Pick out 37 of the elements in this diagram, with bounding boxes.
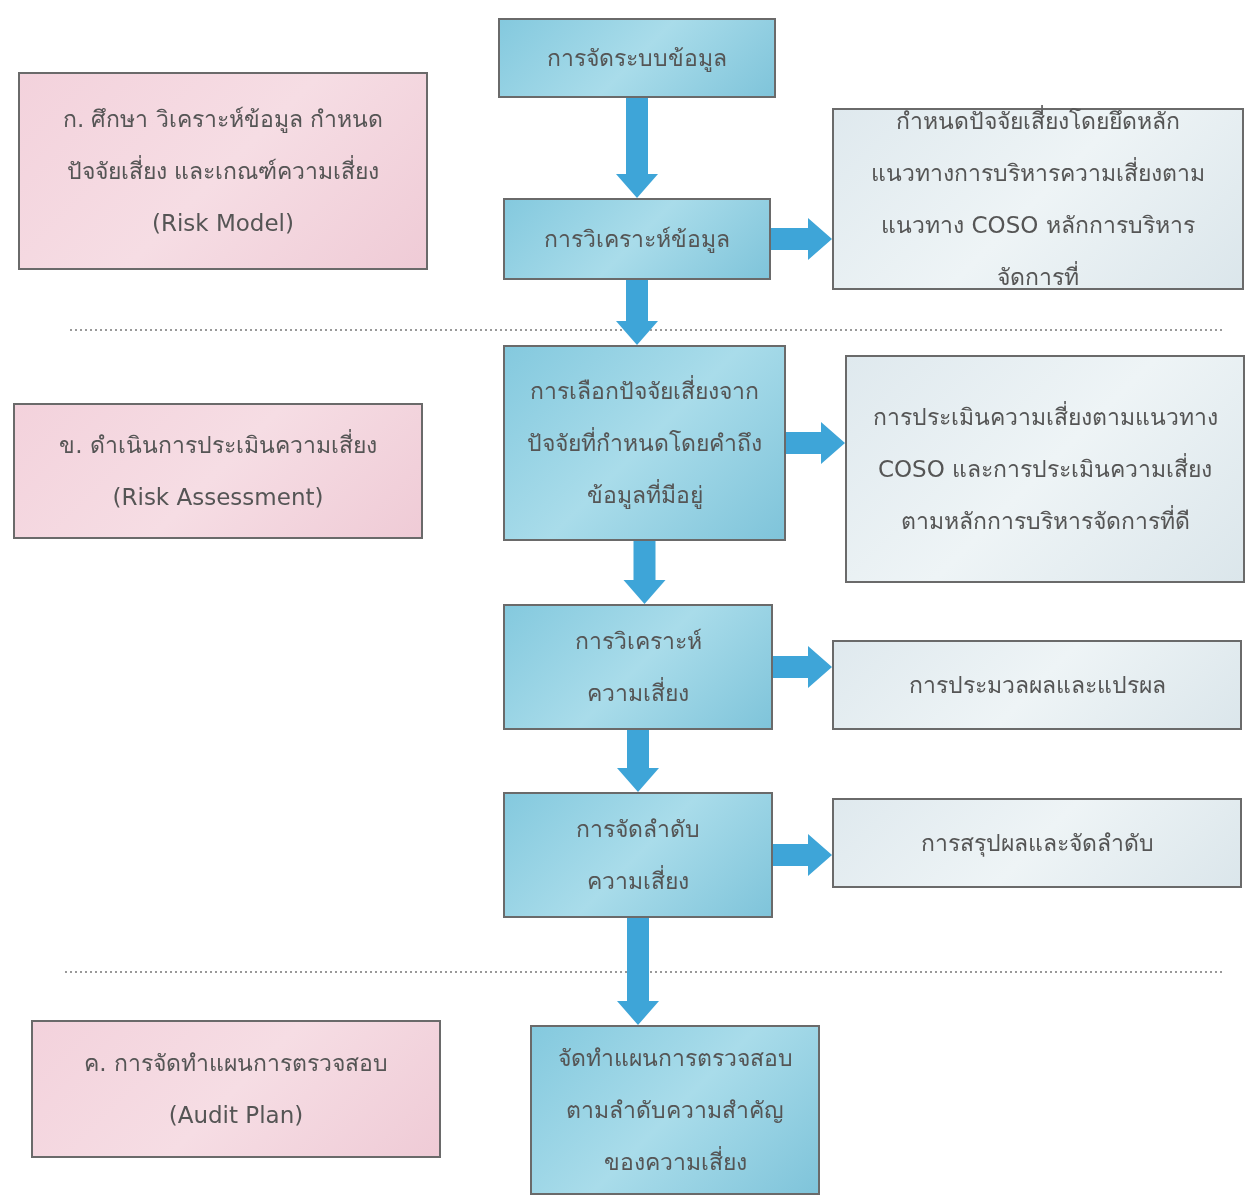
stage-subtitle: (Risk Assessment)	[112, 483, 324, 512]
process-box	[530, 1025, 820, 1195]
arrow	[617, 918, 659, 1025]
process-box	[503, 792, 773, 918]
stage-subtitle: (Audit Plan)	[168, 1101, 304, 1130]
stage-title: ก. ศึกษา วิเคราะห์ข้อมูล กำหนดปัจจัยเสี่ยง และเกณฑ์ความเสี่ยง	[61, 105, 385, 186]
stage-title: ค. การจัดทำแผนการตรวจสอบ	[84, 1049, 388, 1078]
step-text: จัดทำแผนการตรวจสอบตามลำดับความสำคัญของความเสี่ยง	[556, 1044, 794, 1177]
description-box	[832, 640, 1242, 730]
arrow	[616, 98, 658, 198]
process-box	[498, 18, 776, 98]
stage-box	[31, 1020, 441, 1158]
step-text: การวิเคราะห์ความเสี่ยง	[573, 627, 703, 708]
arrow	[616, 280, 658, 345]
step-text: การเลือกปัจจัยเสี่ยงจากปัจจัยที่กำหนดโดยคำถึงข้อมูลที่มีอยู่	[524, 365, 765, 521]
step-text: การจัดลำดับความเสี่ยง	[575, 815, 701, 896]
description-box	[845, 355, 1245, 583]
step-text: กำหนดปัจจัยเสี่ยงโดยยึดหลักแนวทางการบริหารความเสี่ยงตามแนวทาง COSO หลักการบริหารจัดการที่	[868, 95, 1208, 303]
step-text: การวิเคราะห์ข้อมูล	[544, 225, 730, 255]
stage-title: ข. ดำเนินการประเมินความเสี่ยง	[59, 419, 377, 471]
stage-box	[18, 72, 428, 270]
step-text: การประเมินความเสี่ยงตามแนวทาง COSO และการประเมินความเสี่ยงตามหลักการบริหารจัดการที่ดี	[861, 391, 1229, 547]
step-text: การจัดระบบข้อมูล	[547, 44, 727, 74]
stage-subtitle: (Risk Model)	[152, 209, 294, 238]
arrow	[773, 646, 832, 688]
process-box	[503, 345, 786, 541]
stage-box	[13, 403, 423, 539]
arrow	[773, 834, 832, 876]
process-box	[503, 604, 773, 730]
process-box	[503, 198, 771, 280]
arrow	[786, 422, 845, 464]
description-box	[832, 798, 1242, 888]
step-text: การสรุปผลและจัดลำดับ	[920, 829, 1154, 859]
arrow	[617, 730, 659, 792]
step-text: การประมวลผลและแปรผล	[908, 671, 1166, 700]
arrow	[771, 218, 832, 260]
arrow	[623, 541, 666, 604]
